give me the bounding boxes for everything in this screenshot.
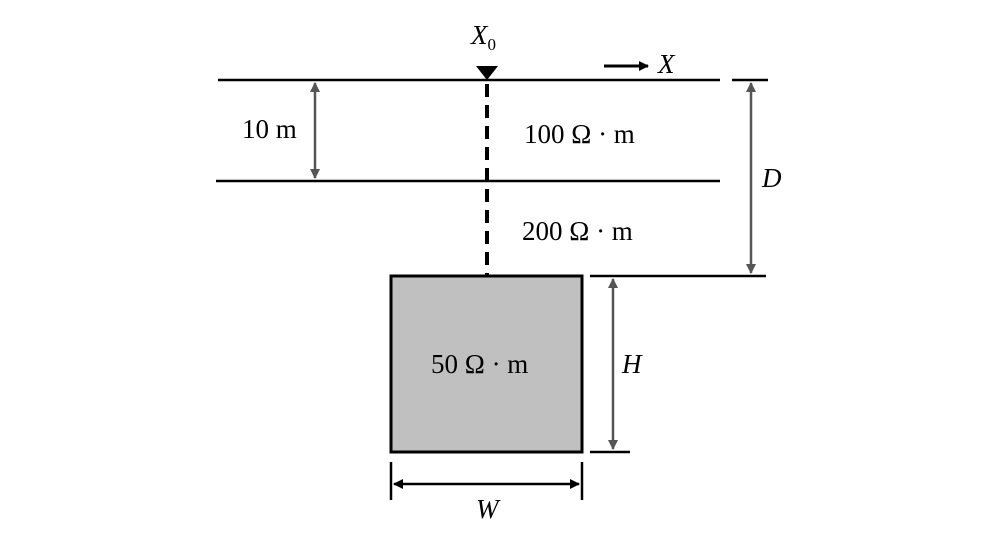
width-label: W (476, 494, 501, 524)
height-label: H (621, 349, 643, 379)
layer1-resistivity-label: 100 Ω · m (524, 119, 635, 149)
origin-label: X0 (470, 20, 496, 54)
block-resistivity-label: 50 Ω · m (431, 349, 528, 379)
layer2-resistivity-label: 200 Ω · m (522, 216, 633, 246)
resistive-block (389, 274, 584, 454)
thickness-label: 10 m (242, 114, 297, 144)
x-axis-label: X (657, 49, 676, 79)
station-marker-icon (476, 66, 498, 80)
depth-label: D (761, 163, 782, 193)
